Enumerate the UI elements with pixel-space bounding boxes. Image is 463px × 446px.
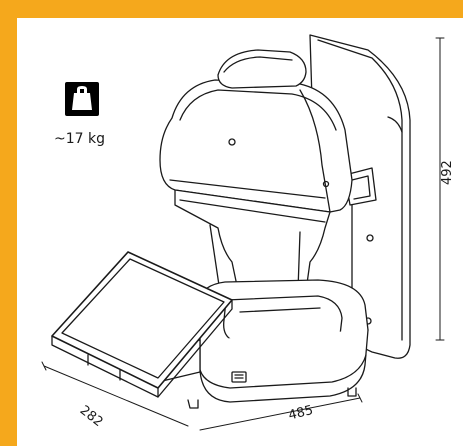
height-dimension-label: 492 [440, 160, 455, 185]
weight-label: ~17 kg [54, 131, 105, 147]
kettlebell-weight-icon [65, 82, 99, 116]
